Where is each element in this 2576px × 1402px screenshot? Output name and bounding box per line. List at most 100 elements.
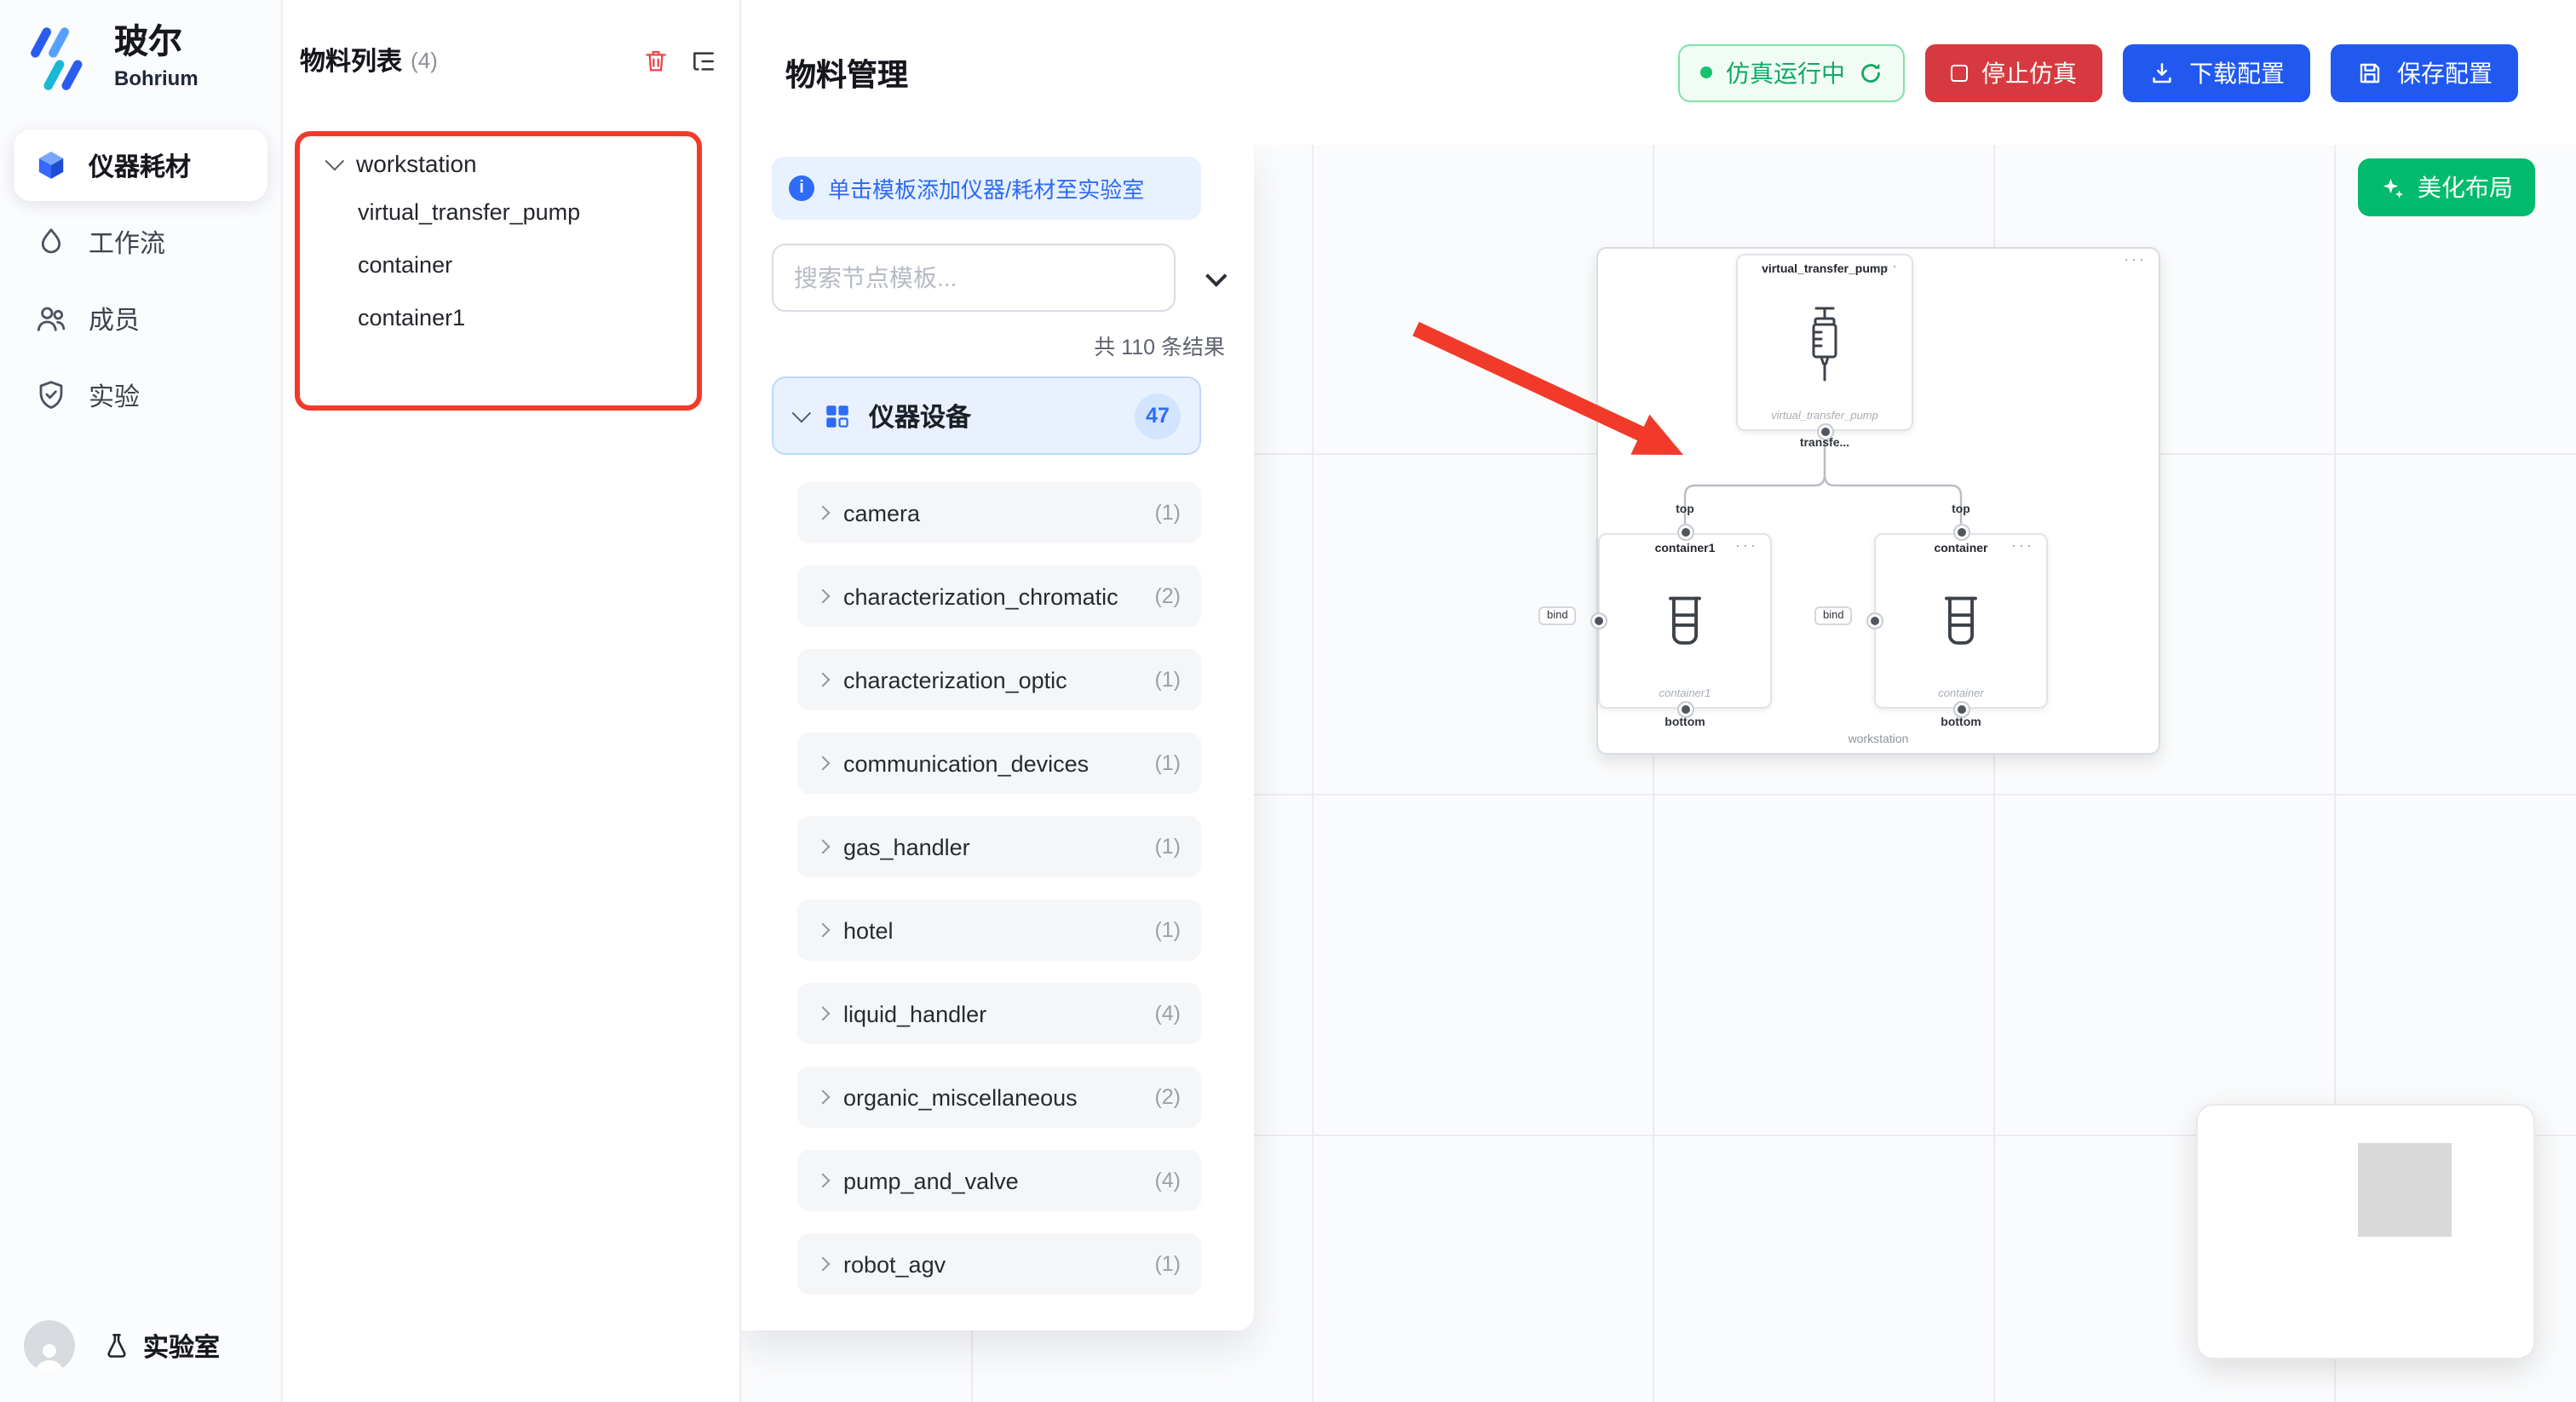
info-banner[interactable]: i 单击模板添加仪器/耗材至实验室 — [772, 157, 1201, 220]
port-container1-top[interactable] — [1681, 527, 1689, 536]
status-label: 仿真运行中 — [1726, 59, 1845, 86]
template-item-label: pump_and_valve — [843, 1168, 1019, 1193]
delete-icon[interactable] — [642, 46, 670, 75]
template-item-row[interactable]: characterization_optic (1) — [797, 649, 1201, 710]
sidebar-item-experiments[interactable]: 实验 — [14, 359, 267, 431]
template-panel: i 单击模板添加仪器/耗材至实验室 共 110 条结果 — [741, 145, 1254, 1330]
sidebar-lab-link[interactable]: 实验室 — [102, 1328, 220, 1364]
node-container1[interactable]: container1 container1 — [1598, 533, 1772, 709]
template-item-count: (1) — [1154, 751, 1181, 775]
chevron-down-icon — [1205, 264, 1228, 286]
chevron-right-icon — [815, 1256, 831, 1272]
port-label-bottom: bottom — [1665, 717, 1705, 729]
more-icon[interactable] — [2124, 250, 2147, 267]
more-icon[interactable] — [2011, 537, 2034, 554]
chevron-down-icon — [791, 403, 812, 423]
main-area: 物料管理 仿真运行中 停止仿真 — [741, 0, 2576, 1402]
search-input[interactable] — [772, 244, 1176, 312]
results-summary: 共 110 条结果 — [1094, 336, 1225, 359]
sidebar-item-label: 仪器耗材 — [89, 152, 192, 181]
grid-icon — [826, 405, 848, 427]
template-item-row[interactable]: pump_and_valve (4) — [797, 1150, 1201, 1211]
sidebar-item-workflow[interactable]: 工作流 — [14, 206, 267, 278]
port-pump-bottom[interactable] — [1820, 427, 1829, 435]
sidebar-item-members[interactable]: 成员 — [14, 283, 267, 354]
beaker-icon — [1658, 555, 1712, 688]
stop-label: 停止仿真 — [1981, 59, 2077, 86]
template-item-row[interactable]: liquid_handler (4) — [797, 983, 1201, 1044]
sidebar-item-label: 成员 — [89, 306, 141, 335]
bohrium-logo-icon — [31, 27, 83, 90]
template-item-row[interactable]: communication_devices (1) — [797, 733, 1201, 794]
collapse-panel-icon[interactable] — [1201, 264, 1228, 290]
stop-icon — [1951, 64, 1968, 81]
node-virtual-transfer-pump[interactable]: virtual_transfer_pump — [1736, 254, 1913, 431]
template-list: camera (1) characterization_chromatic (2… — [797, 482, 1201, 1295]
node-title: container — [1934, 543, 1988, 555]
beautify-label: 美化布局 — [2418, 174, 2513, 201]
port-container1-bottom[interactable] — [1681, 704, 1689, 713]
tree-view-icon[interactable] — [690, 47, 717, 74]
template-item-count: (4) — [1154, 1169, 1181, 1192]
sidebar-item-instruments[interactable]: 仪器耗材 — [14, 129, 267, 201]
template-item-row[interactable]: robot_agv (1) — [797, 1233, 1201, 1295]
tree-node-label: workstation — [356, 150, 477, 177]
template-item-count: (1) — [1154, 501, 1181, 525]
template-item-count: (1) — [1154, 835, 1181, 859]
node-container[interactable]: container container — [1874, 533, 2048, 709]
template-item-row[interactable]: hotel (1) — [797, 899, 1201, 961]
template-item-label: gas_handler — [843, 834, 970, 859]
bind-label: bind — [1538, 606, 1577, 625]
tree-node-container1[interactable]: container1 — [358, 305, 466, 330]
port-label: transfe... — [1799, 438, 1850, 450]
bind-label: bind — [1814, 606, 1853, 625]
logo-title: 玻尔 — [114, 24, 182, 61]
simulation-status-pill[interactable]: 仿真运行中 — [1678, 43, 1905, 101]
template-item-label: characterization_optic — [843, 667, 1067, 692]
stop-simulation-button[interactable]: 停止仿真 — [1925, 43, 2102, 101]
template-item-count: (2) — [1154, 584, 1181, 608]
template-item-row[interactable]: characterization_chromatic (2) — [797, 566, 1201, 627]
section-equipment[interactable]: 仪器设备 47 — [772, 376, 1201, 455]
tree-node-virtual-transfer-pump[interactable]: virtual_transfer_pump — [358, 199, 581, 225]
search-row — [772, 244, 1228, 312]
port-container-bind[interactable] — [1870, 616, 1878, 624]
sidebar-footer: 实验室 — [0, 1320, 281, 1371]
more-icon[interactable] — [1735, 537, 1758, 554]
people-icon — [34, 302, 68, 336]
port-container-bottom[interactable] — [1957, 704, 1965, 713]
more-icon[interactable] — [1877, 257, 1900, 274]
template-item-label: robot_agv — [843, 1251, 946, 1277]
template-item-count: (1) — [1154, 668, 1181, 692]
materials-tree: workstation virtual_transfer_pump contai… — [283, 141, 739, 344]
beautify-layout-button[interactable]: 美化布局 — [2358, 158, 2535, 216]
avatar[interactable] — [24, 1320, 75, 1371]
shield-icon — [34, 378, 68, 412]
save-icon — [2360, 62, 2380, 83]
template-item-row[interactable]: gas_handler (1) — [797, 816, 1201, 877]
tree-node-workstation[interactable]: workstation — [283, 141, 739, 186]
node-caption: virtual_transfer_pump — [1771, 411, 1878, 422]
refresh-icon[interactable] — [1859, 60, 1883, 84]
template-item-label: liquid_handler — [843, 1001, 987, 1026]
template-item-row[interactable]: camera (1) — [797, 482, 1201, 543]
template-item-row[interactable]: organic_miscellaneous (2) — [797, 1066, 1201, 1128]
port-container-top[interactable] — [1957, 527, 1965, 536]
download-icon — [2153, 62, 2171, 83]
save-config-button[interactable]: 保存配置 — [2331, 43, 2518, 101]
materials-count: (4) — [411, 48, 438, 73]
port-container1-bind[interactable] — [1594, 616, 1602, 624]
workstation-label: workstation — [1848, 734, 1909, 746]
chevron-right-icon — [815, 922, 831, 938]
minimap[interactable] — [2196, 1104, 2535, 1359]
tree-node-container[interactable]: container — [358, 252, 453, 278]
sidebar-nav: 仪器耗材 工作流 — [0, 129, 281, 431]
chevron-right-icon — [815, 505, 831, 520]
topbar-actions: 仿真运行中 停止仿真 下载配置 — [1678, 43, 2518, 101]
flow-canvas[interactable]: i 单击模板添加仪器/耗材至实验室 共 110 条结果 — [741, 145, 2576, 1402]
download-config-button[interactable]: 下载配置 — [2123, 43, 2310, 101]
template-item-label: organic_miscellaneous — [843, 1084, 1078, 1110]
cube-icon — [34, 148, 68, 182]
minimap-viewport[interactable] — [2358, 1143, 2452, 1237]
